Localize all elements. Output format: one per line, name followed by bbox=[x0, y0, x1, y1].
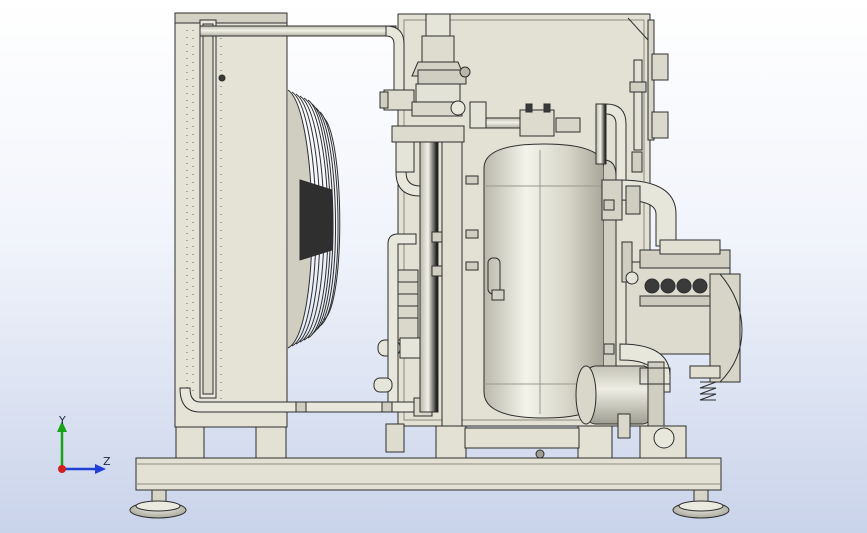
condenser-coil bbox=[174, 12, 288, 428]
orientation-triad: Y Z bbox=[40, 405, 120, 485]
axis-triad-icon bbox=[57, 421, 106, 474]
condenser-fan bbox=[287, 89, 341, 349]
compressor bbox=[621, 239, 743, 383]
filter-drier bbox=[373, 233, 421, 453]
motor-cylinder bbox=[575, 361, 675, 449]
solenoid-valve-group bbox=[469, 101, 627, 183]
leveling-foot-right bbox=[672, 489, 730, 519]
service-valve-tower bbox=[411, 13, 471, 117]
y-axis-label: Y bbox=[59, 414, 66, 427]
header-block bbox=[391, 125, 465, 427]
misc-fittings bbox=[431, 175, 615, 459]
leveling-foot-left bbox=[129, 489, 187, 519]
base-frame bbox=[135, 425, 722, 491]
z-axis-label: Z bbox=[103, 455, 111, 468]
discharge-pipe bbox=[199, 25, 415, 111]
pressure-switches bbox=[629, 53, 669, 173]
